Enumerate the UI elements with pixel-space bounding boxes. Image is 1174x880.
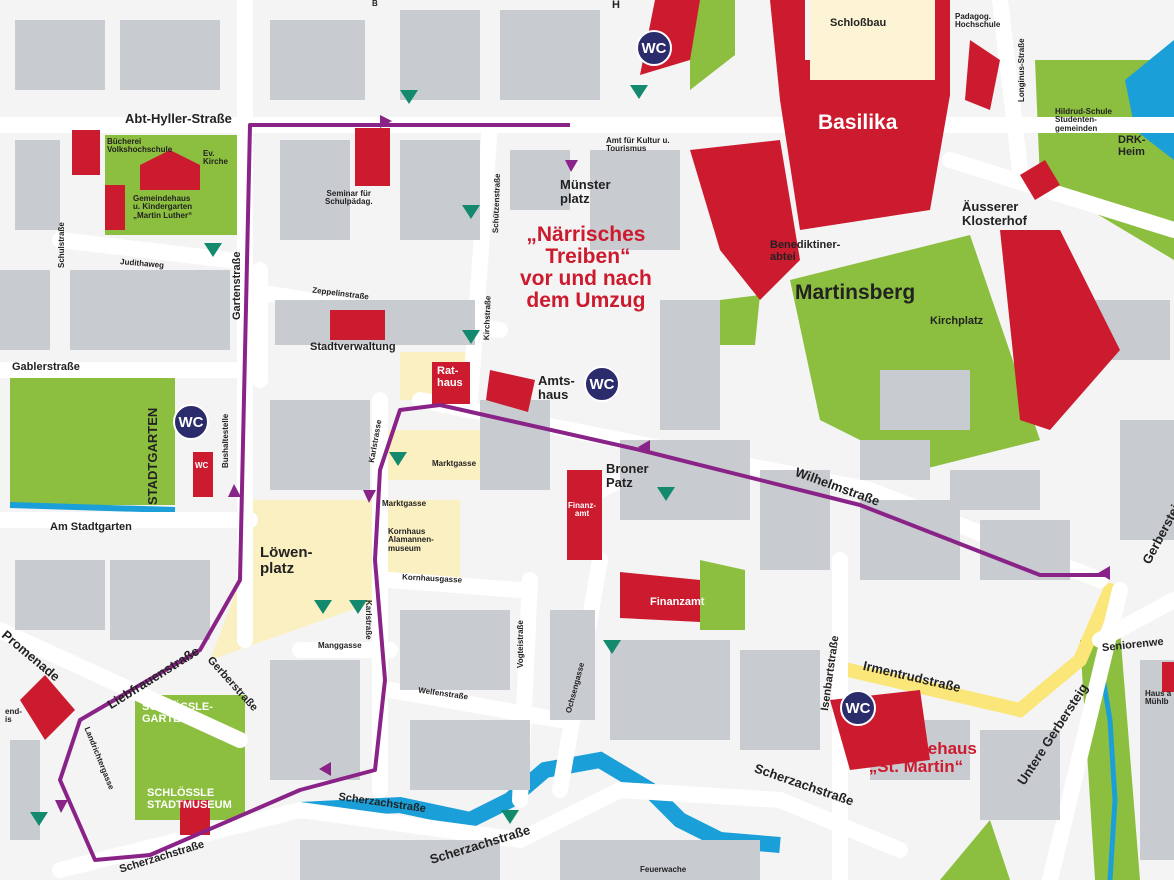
wc-icon[interactable]: WC [173, 404, 209, 440]
info-triangle-icon[interactable] [400, 90, 418, 104]
wc-icon[interactable]: WC [840, 690, 876, 726]
ev-kirche-label: Ev.Kirche [203, 149, 228, 167]
info-triangle-icon[interactable] [501, 810, 519, 824]
route-line [58, 123, 1110, 862]
schlossbau-courtyard [810, 0, 935, 80]
rathaus-label: Rat-haus [437, 365, 463, 389]
route-arrows [55, 115, 1110, 813]
martinsberg-label: Martinsberg [795, 281, 916, 304]
padagog-label: Padagog.Hochschule [955, 12, 1001, 30]
street-b-fragment: B [372, 0, 378, 8]
end-label: end-is [5, 707, 22, 725]
amtshaus-label: Amts-haus [538, 373, 575, 402]
info-triangle-icon[interactable] [462, 330, 480, 344]
street-karlstrasse-south: Karlstraße [364, 600, 373, 640]
street-gartenstrasse: Gartenstraße [231, 251, 243, 320]
benediktiner-label: Benediktiner-abtei [770, 239, 841, 263]
finanzamt-label: Finanzamt [650, 596, 705, 608]
street-gablerstrasse: Gablerstraße [12, 361, 80, 373]
parks [10, 0, 1174, 880]
street-h-fragment: H [612, 0, 620, 11]
event-title: „Närrisches Treiben“ vor und nach dem Um… [520, 223, 652, 313]
gemeindehaus-st-martin-label: Gemeindehaus„St. Martin“ [855, 739, 977, 776]
loewenplatz-label: Löwen-platz [260, 544, 313, 577]
street-kirchstrasse: Kirchstraße [482, 295, 493, 341]
wc-small-label: WC [195, 461, 209, 470]
info-triangle-icon[interactable] [314, 600, 332, 614]
info-triangle-icon[interactable] [462, 205, 480, 219]
street-vogteistrasse: Vogteistraße [516, 620, 525, 668]
amt-kultur-label: Amt für Kultur u.Tourismus [606, 136, 670, 154]
schlossbau-label: Schloßbau [830, 17, 887, 29]
info-triangle-icon[interactable] [349, 600, 367, 614]
info-triangle-icon[interactable] [30, 812, 48, 826]
stadtgarten-label: STADTGARTEN [145, 407, 160, 505]
street-longinus: Longinus-Straße [1017, 38, 1026, 102]
street-manggasse: Manggasse [318, 641, 362, 650]
finanzamt-small-label: Finanz-amt [568, 501, 596, 519]
kirchplatz-label: Kirchplatz [930, 315, 984, 327]
street-schulstrasse: Schulstraße [57, 222, 66, 268]
stadtverwaltung-label: Stadtverwaltung [310, 341, 396, 353]
wc-icon[interactable]: WC [636, 30, 672, 66]
street-abt-hyller: Abt-Hyller-Straße [125, 111, 232, 126]
info-triangle-icon[interactable] [389, 452, 407, 466]
bushaltestelle-label: Bushaltestelle [221, 413, 230, 468]
street-am-stadtgarten: Am Stadtgarten [50, 521, 132, 533]
street-marktgasse-south: Marktgasse [382, 499, 427, 508]
schloessle-garten-label: SCHLÖSSLE-GARTEN [142, 701, 213, 725]
street-marktgasse-north: Marktgasse [432, 459, 477, 468]
info-triangle-icon[interactable] [630, 85, 648, 99]
basilika-label: Basilika [818, 111, 898, 134]
info-triangle-icon[interactable] [204, 243, 222, 257]
yellow-roads [833, 583, 1117, 718]
wc-icon[interactable]: WC [584, 366, 620, 402]
drk-heim-label: DRK-Heim [1118, 134, 1146, 158]
info-triangle-icon[interactable] [603, 640, 621, 654]
info-triangle-icon[interactable] [657, 487, 675, 501]
feuerwache-label: Feuerwache [640, 865, 687, 874]
